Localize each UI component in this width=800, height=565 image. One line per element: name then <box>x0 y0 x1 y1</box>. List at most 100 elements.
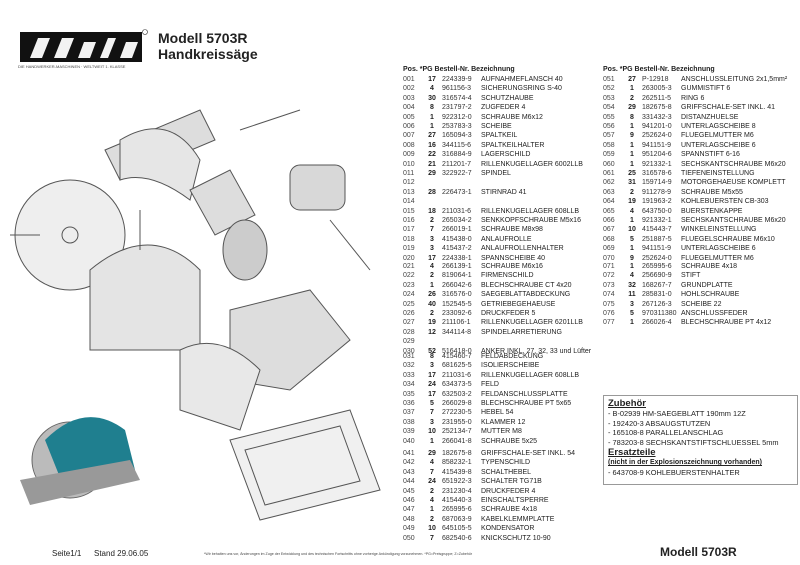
cell-pg: 1 <box>630 160 634 168</box>
product-title: Handkreissäge <box>158 46 258 62</box>
cell-nr: 231797-2 <box>442 104 472 112</box>
cell-pos: 034 <box>403 381 415 389</box>
cell-pg: 8 <box>430 104 434 112</box>
cell-pg: 1 <box>430 437 434 445</box>
cell-bez: HEBEL 54 <box>481 409 514 417</box>
col-pg: *PG <box>619 66 633 73</box>
cell-nr: 951204-6 <box>642 151 672 159</box>
cell-pg: 27 <box>628 76 636 83</box>
cell-bez: HOHLSCHRAUBE <box>681 291 740 299</box>
cell-pos: 003 <box>403 94 415 102</box>
cell-pos: 054 <box>603 104 615 112</box>
cell-pos: 017 <box>403 226 415 234</box>
col-pg: *PG <box>419 66 433 73</box>
cell-pos: 023 <box>403 281 415 289</box>
cell-pg: 17 <box>428 76 436 83</box>
cell-pg: 17 <box>428 254 436 262</box>
cell-nr: 316884-9 <box>442 151 472 159</box>
cell-nr: 344115-6 <box>442 141 472 149</box>
cell-pos: 072 <box>603 272 615 280</box>
cell-nr: 643750-0 <box>642 207 672 215</box>
cell-pos: 020 <box>403 254 415 262</box>
cell-nr: 251887-5 <box>642 235 672 243</box>
accessory-item: - 783203-8 SECHSKANTSTIFTSCHLUESSEL 5mm <box>608 437 779 447</box>
cell-pg: 5 <box>630 235 634 243</box>
cell-pg: 2 <box>430 216 434 224</box>
cell-pos: 055 <box>603 113 615 121</box>
cell-nr: 182675-8 <box>642 104 672 112</box>
cell-pos: 060 <box>603 160 615 168</box>
saw-photo <box>20 417 140 505</box>
cell-nr: 941201-0 <box>642 122 672 130</box>
cell-pos: 053 <box>603 94 615 102</box>
cell-pos: 038 <box>403 418 415 426</box>
col-pos: Pos. <box>603 66 618 73</box>
cell-pg: 11 <box>628 291 636 299</box>
cell-bez: SPALTKEIL <box>481 132 518 140</box>
cell-bez: FLUEGELSCHRAUBE M6x10 <box>681 235 775 243</box>
spare-item: - 643708-9 KOHLEBUERSTENHALTER <box>608 467 740 477</box>
cell-pg: 1 <box>630 122 634 130</box>
cell-bez: SECHSKANTSCHRAUBE M6x20 <box>681 216 786 224</box>
cell-pg: 9 <box>630 254 634 262</box>
cell-pos: 042 <box>403 459 415 467</box>
cell-nr: 253783-3 <box>442 122 472 130</box>
cell-nr: 211031-6 <box>442 207 472 215</box>
cell-nr: 266029-8 <box>442 399 472 407</box>
cell-pg: 32 <box>628 281 636 289</box>
cell-nr: 226473-1 <box>442 188 472 196</box>
cell-bez: FELDANSCHLUSSPLATTE <box>481 390 568 398</box>
cell-pos: 001 <box>403 76 415 83</box>
cell-pos: 015 <box>403 207 415 215</box>
cell-pos: 071 <box>603 263 615 270</box>
cell-pg: 29 <box>428 170 436 177</box>
cell-bez: ISOLIERSCHEIBE <box>481 362 540 370</box>
cell-bez: UNTERLAGSCHEIBE 6 <box>681 245 756 253</box>
cell-bez: SENKKOPFSCHRAUBE M5x16 <box>481 216 581 224</box>
cell-pos: 011 <box>403 170 415 177</box>
brand-tagline: DIE HANDWERKER-MASCHINEN · WELTWEIT 1. K… <box>18 64 126 69</box>
cell-bez: KOHLEBUERSTEN CB-303 <box>681 198 769 206</box>
cell-pg: 2 <box>430 515 434 523</box>
cell-bez: RING 6 <box>681 94 705 102</box>
cell-nr: 921332-1 <box>642 160 672 168</box>
spares-title: Ersatzteile <box>608 447 656 459</box>
cell-bez: WINKELEINSTELLUNG <box>681 226 757 234</box>
cell-pos: 062 <box>603 179 615 187</box>
cell-pos: 057 <box>603 132 615 140</box>
cell-nr: 211201-7 <box>442 160 472 168</box>
cell-nr: 858232-1 <box>442 459 472 467</box>
cell-pg: 3 <box>430 245 434 253</box>
cell-pos: 063 <box>603 188 615 196</box>
cell-nr: 316578-6 <box>642 170 672 177</box>
cell-nr: 316574-4 <box>442 94 472 102</box>
cell-pos: 044 <box>403 478 415 486</box>
cell-bez: SCHALTER TG71B <box>481 478 542 486</box>
col-bez: Bezeichnung <box>471 66 515 73</box>
cell-nr: 941151-9 <box>642 141 672 149</box>
cell-bez: ANLAUFROLLENHALTER <box>481 245 564 253</box>
cell-nr: 266042-6 <box>442 281 472 289</box>
cell-nr: 231955-0 <box>442 418 472 426</box>
cell-bez: KABELKLEMMPLATTE <box>481 515 555 523</box>
cell-pg: 7 <box>430 409 434 417</box>
makita-logo <box>20 29 148 62</box>
cell-bez: SCHRAUBE M5x55 <box>681 188 743 196</box>
cell-nr: 231230-4 <box>442 487 472 495</box>
cell-nr: 681625-5 <box>442 362 472 370</box>
cell-nr: 415439-8 <box>442 468 472 476</box>
disclaimer: *Wir behalten uns vor, Änderungen im Zug… <box>204 552 473 556</box>
exploded-diagram <box>10 109 381 521</box>
cell-pos: 025 <box>403 300 415 308</box>
cell-nr: 265034-2 <box>442 216 472 224</box>
cell-bez: KNICKSCHUTZ 10-90 <box>481 534 551 542</box>
cell-pos: 018 <box>403 235 415 243</box>
cell-pos: 036 <box>403 399 415 407</box>
cell-bez: MOTORGEHAEUSE KOMPLETT <box>681 179 786 187</box>
cell-pg: 1 <box>630 263 634 270</box>
cell-bez: BLECHSCHRAUBE CT 4x20 <box>481 281 572 289</box>
cell-bez: SCHRAUBE M8x98 <box>481 226 543 234</box>
cell-nr: 159714-9 <box>642 179 672 187</box>
cell-pos: 007 <box>403 132 415 140</box>
cell-pg: 12 <box>428 328 436 336</box>
